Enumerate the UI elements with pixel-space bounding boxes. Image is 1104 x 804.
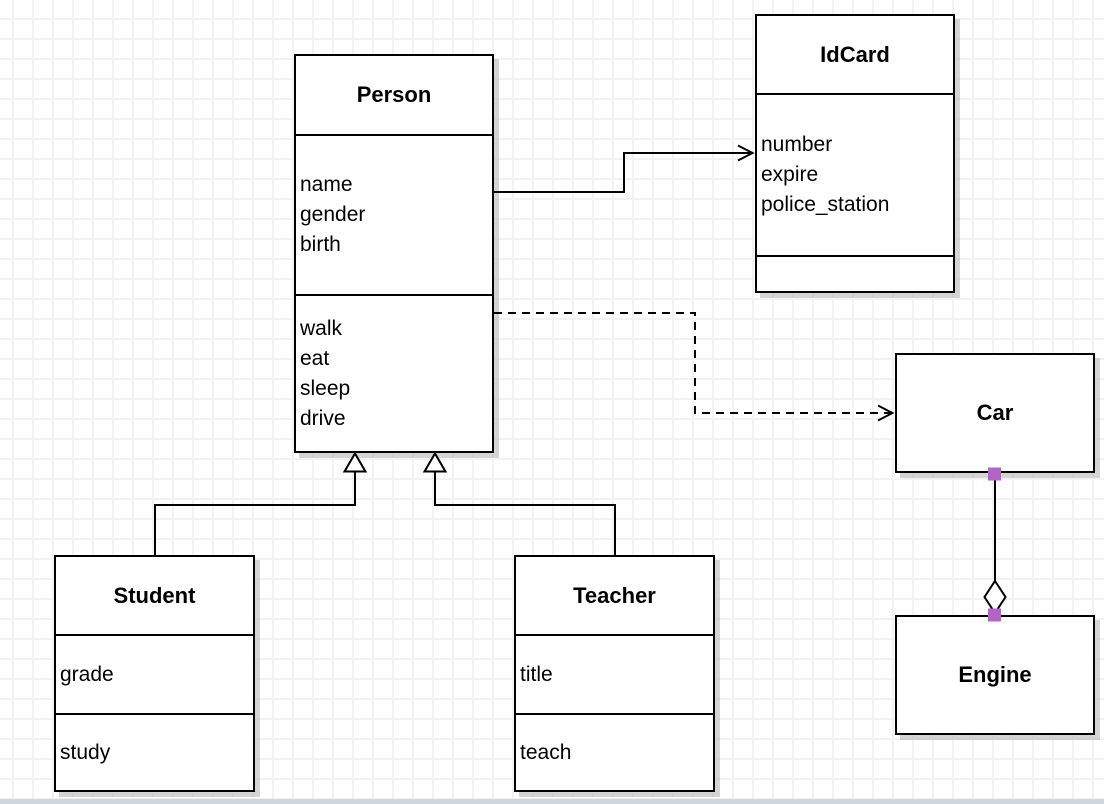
hollow-triangle-arrowhead-icon <box>422 451 448 473</box>
open-arrowhead-icon <box>737 144 755 162</box>
class-idcard[interactable]: IdCard number expire police_station <box>755 14 955 293</box>
hollow-diamond-icon <box>983 579 1007 615</box>
class-idcard-methods-empty <box>757 255 953 291</box>
class-car[interactable]: Car <box>895 353 1095 473</box>
method-label: eat <box>300 346 330 370</box>
hollow-triangle-arrowhead-icon <box>342 451 368 473</box>
class-teacher-methods: teach <box>516 713 713 790</box>
class-engine[interactable]: Engine <box>895 615 1095 735</box>
class-person-methods: walk eat sleep drive <box>296 294 492 451</box>
class-student-title: Student <box>113 582 196 608</box>
class-person[interactable]: Person name gender birth walk eat sleep … <box>294 54 494 453</box>
method-label: drive <box>300 406 346 430</box>
connector-dependency-person-car[interactable] <box>494 312 895 422</box>
class-person-title: Person <box>356 82 432 107</box>
method-label: teach <box>520 740 572 764</box>
attribute-label: grade <box>60 662 114 686</box>
attribute-label: birth <box>300 233 341 256</box>
class-teacher[interactable]: Teacher title teach <box>514 555 715 792</box>
attribute-label: number <box>761 133 833 156</box>
connector-generalization-student-person[interactable] <box>154 451 368 556</box>
class-idcard-title: IdCard <box>820 41 890 67</box>
method-label: walk <box>300 316 343 340</box>
connector-association-person-idcard[interactable] <box>494 144 755 193</box>
attribute-label: expire <box>761 163 819 186</box>
class-engine-title: Engine <box>958 662 1032 687</box>
class-student-attributes: grade <box>56 634 253 713</box>
attribute-label: title <box>520 662 553 686</box>
connector-generalization-teacher-person[interactable] <box>422 451 616 556</box>
class-student-methods: study <box>56 713 253 790</box>
method-label: sleep <box>300 376 351 400</box>
class-teacher-attributes: title <box>516 634 713 713</box>
class-idcard-attributes: number expire police_station <box>757 93 953 255</box>
class-person-attributes: name gender birth <box>296 134 492 294</box>
attribute-label: name <box>300 173 353 196</box>
connector-aggregation-car-engine[interactable] <box>983 467 1007 622</box>
attribute-label: gender <box>300 203 366 226</box>
attribute-label: police_station <box>761 193 890 216</box>
class-car-title: Car <box>976 400 1014 425</box>
open-arrowhead-icon <box>877 404 895 422</box>
method-label: study <box>60 740 111 764</box>
class-teacher-title: Teacher <box>573 582 656 608</box>
class-student[interactable]: Student grade study <box>54 555 255 792</box>
canvas-bottom-edge <box>0 799 1104 804</box>
